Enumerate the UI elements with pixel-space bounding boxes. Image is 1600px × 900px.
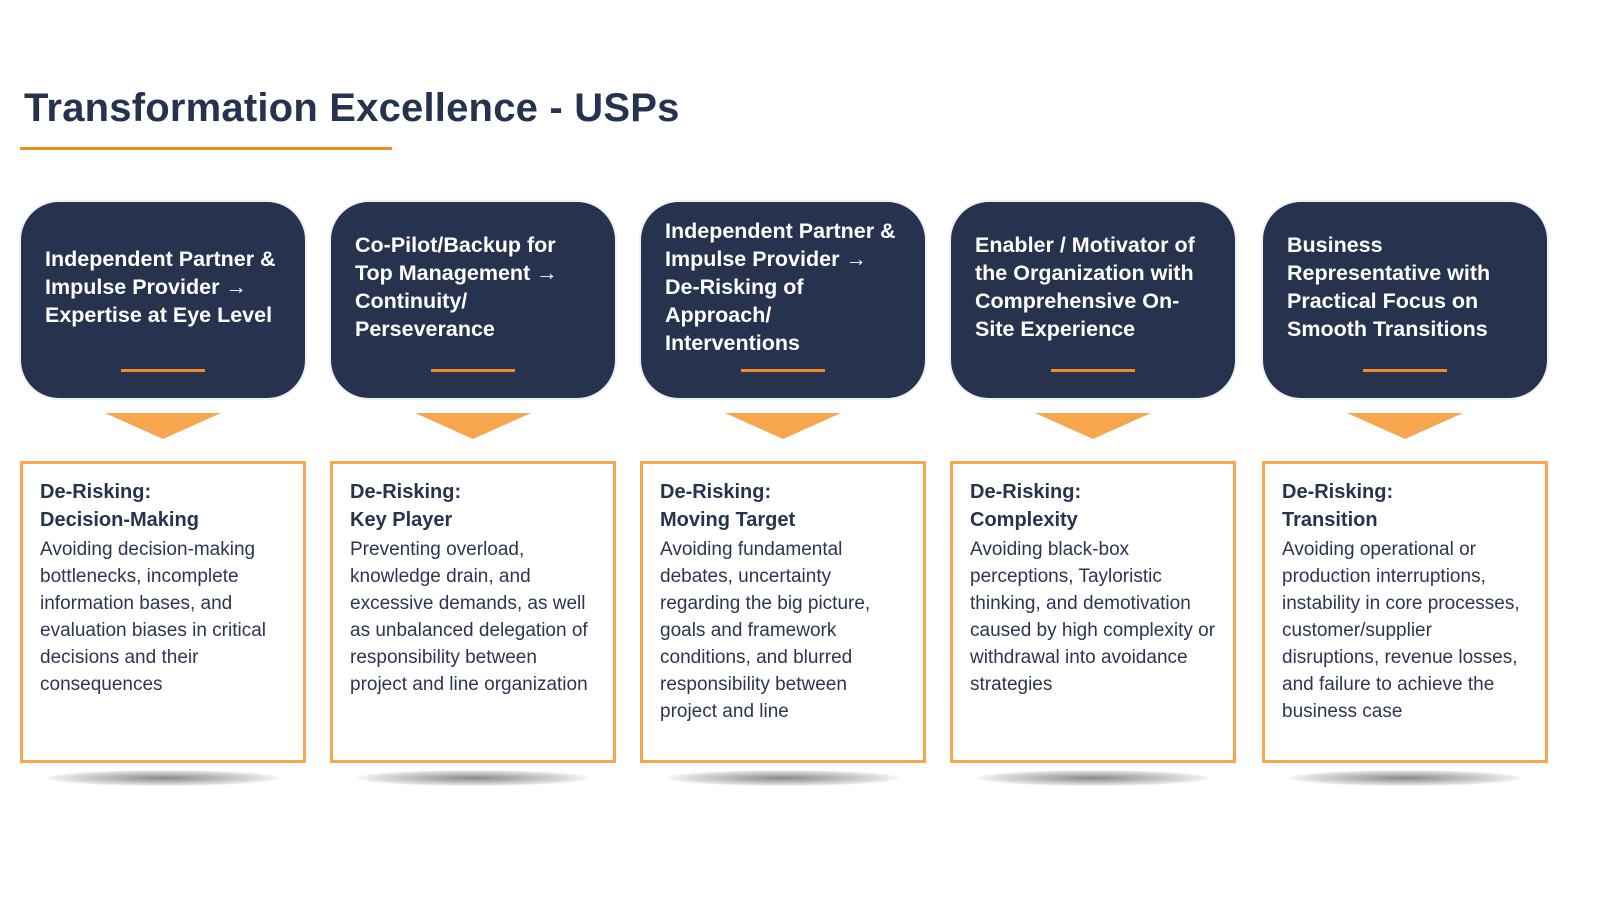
down-arrow-icon	[415, 413, 531, 439]
de-risking-text: Avoiding operational or production inter…	[1282, 539, 1520, 722]
usp-heading-text: Independent Partner & Impulse Provider →…	[45, 247, 276, 327]
heading-accent-line	[121, 369, 205, 372]
de-risking-label: De-Risking:	[40, 481, 152, 503]
usp-heading-box: Co-Pilot/Backup for Top Management → Con…	[331, 202, 615, 398]
de-risking-label: De-Risking:	[350, 481, 462, 503]
usp-heading-box: Independent Partner & Impulse Provider →…	[21, 202, 305, 398]
heading-accent-line	[431, 369, 515, 372]
usp-heading-box: Independent Partner & Impulse Provider →…	[641, 202, 925, 398]
usp-heading-text: Independent Partner & Impulse Provider →…	[665, 219, 896, 355]
usp-heading-text: Enabler / Motivator of the Organization …	[975, 233, 1195, 341]
usp-heading-text: Business Representative with Practical F…	[1287, 233, 1491, 341]
de-risking-text: Preventing overload, knowledge drain, an…	[350, 539, 588, 695]
usp-heading-box: Enabler / Motivator of the Organization …	[951, 202, 1235, 398]
usp-heading-text: Co-Pilot/Backup for Top Management → Con…	[355, 233, 558, 341]
usp-column-3: Independent Partner & Impulse Provider →…	[640, 202, 926, 786]
de-risking-title: Complexity	[970, 509, 1078, 531]
de-risking-label: De-Risking:	[970, 481, 1082, 503]
title-underline	[20, 147, 392, 150]
de-risking-box: De-Risking: Complexity Avoiding black-bo…	[950, 461, 1236, 786]
de-risking-text: Avoiding black-box perceptions, Tayloris…	[970, 539, 1216, 695]
de-risking-box: De-Risking: Key Player Preventing overlo…	[330, 461, 616, 786]
usp-column-1: Independent Partner & Impulse Provider →…	[20, 202, 306, 786]
de-risking-box: De-Risking: Transition Avoiding operatio…	[1262, 461, 1548, 786]
de-risking-title: Moving Target	[660, 509, 796, 531]
down-arrow-icon	[1347, 413, 1463, 439]
de-risking-text: Avoiding decision-making bottlenecks, in…	[40, 539, 267, 695]
de-risking-box: De-Risking: Decision-Making Avoiding dec…	[20, 461, 306, 786]
heading-accent-line	[741, 369, 825, 372]
down-arrow-icon	[725, 413, 841, 439]
de-risking-label: De-Risking:	[660, 481, 772, 503]
down-arrow-icon	[1035, 413, 1151, 439]
usp-column-2: Co-Pilot/Backup for Top Management → Con…	[330, 202, 616, 786]
de-risking-box: De-Risking: Moving Target Avoiding funda…	[640, 461, 926, 786]
de-risking-title: Key Player	[350, 509, 453, 531]
page-title: Transformation Excellence - USPs	[24, 86, 680, 130]
usp-column-4: Enabler / Motivator of the Organization …	[950, 202, 1236, 786]
de-risking-label: De-Risking:	[1282, 481, 1394, 503]
heading-accent-line	[1363, 369, 1447, 372]
de-risking-title: Decision-Making	[40, 509, 199, 531]
down-arrow-icon	[105, 413, 221, 439]
de-risking-text: Avoiding fundamental debates, uncertaint…	[660, 539, 871, 722]
usp-column-5: Business Representative with Practical F…	[1262, 202, 1548, 786]
heading-accent-line	[1051, 369, 1135, 372]
usp-heading-box: Business Representative with Practical F…	[1263, 202, 1547, 398]
de-risking-title: Transition	[1282, 509, 1378, 531]
